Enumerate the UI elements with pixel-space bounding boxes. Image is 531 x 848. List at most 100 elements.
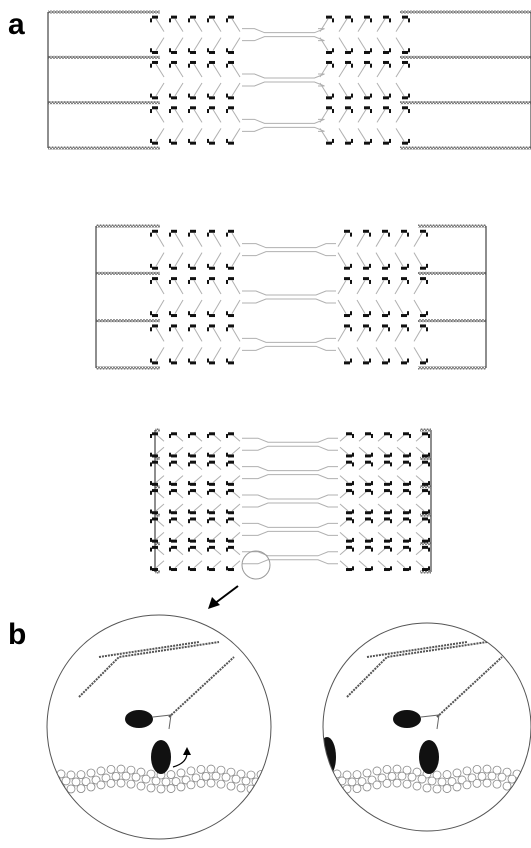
myosin-head — [207, 109, 209, 114]
actin-bead — [211, 771, 221, 781]
actin-bead — [66, 784, 76, 794]
myosin-head — [150, 519, 152, 524]
myosin-head — [428, 566, 430, 571]
myosin-head — [228, 489, 234, 493]
actin-bead — [176, 768, 186, 778]
myosin-head — [169, 48, 171, 53]
thick-filament — [150, 545, 430, 572]
myosin-head — [383, 50, 389, 54]
myosin-head — [390, 462, 392, 467]
myosin-arm — [376, 109, 386, 123]
myosin-arm — [319, 37, 329, 51]
actin-bead — [342, 784, 352, 794]
myosin-arm — [338, 18, 348, 32]
myosin-head — [171, 106, 177, 110]
myosin-head — [171, 229, 177, 233]
actin-bead — [377, 773, 387, 783]
myosin-arm — [212, 433, 222, 442]
myosin-head — [402, 106, 408, 110]
myosin-arm — [338, 109, 348, 123]
actin-filament-right — [418, 224, 486, 228]
myosin-head — [152, 324, 158, 328]
myosin-head — [190, 314, 196, 318]
actin-bead — [47, 767, 56, 777]
myosin-head — [364, 106, 370, 110]
myosin-arm — [358, 503, 368, 512]
myosin-head — [150, 537, 152, 542]
myosin-arm — [338, 63, 348, 78]
myosin-head — [190, 361, 196, 365]
myosin-arm — [155, 232, 165, 247]
myosin-arm — [174, 18, 184, 32]
neck — [152, 714, 172, 730]
myosin-head — [207, 311, 209, 316]
actin-bead — [236, 783, 246, 793]
actin-bead — [171, 777, 181, 786]
myosin-head — [188, 490, 190, 495]
myosin-arm — [339, 475, 349, 483]
myosin-head — [207, 537, 209, 542]
myosin-head — [207, 232, 209, 237]
myosin-head — [332, 18, 334, 23]
myosin-arm — [375, 299, 385, 314]
myosin-arm — [396, 433, 406, 442]
myosin-head — [383, 106, 389, 110]
myosin-head — [352, 509, 354, 514]
myosin-head — [388, 358, 390, 363]
myosin-head — [402, 141, 408, 145]
myosin-head — [226, 566, 228, 571]
myosin-arm — [358, 433, 368, 442]
myosin-head — [326, 141, 332, 145]
myosin-arm — [231, 252, 241, 267]
myosin-head — [384, 432, 390, 436]
myosin-head — [352, 490, 354, 495]
actin-bead — [186, 780, 196, 790]
thick-filament-outline — [242, 559, 338, 565]
zoom-indicator — [208, 550, 271, 609]
myosin-head — [152, 96, 158, 100]
actin-filament-left — [155, 570, 160, 574]
myosin-arm — [174, 232, 184, 247]
actin-bead — [342, 770, 352, 780]
myosin-head — [420, 361, 426, 365]
myosin-head — [409, 537, 411, 542]
myosin-arm — [358, 490, 368, 499]
myosin-arm — [212, 82, 222, 97]
myosin-head — [346, 482, 352, 486]
myosin-head — [150, 138, 152, 143]
myosin-arm — [375, 280, 385, 295]
myosin-arm — [356, 280, 366, 295]
myosin-head — [428, 433, 430, 438]
actin-bead — [352, 784, 362, 793]
myosin-head-bound — [151, 740, 171, 774]
thin-filament — [78, 641, 220, 698]
myosin-head — [383, 60, 389, 64]
myosin-head — [226, 263, 228, 268]
thick-filament — [150, 489, 430, 515]
myosin-head — [422, 432, 428, 436]
myosin-head — [351, 93, 353, 98]
myosin-arm — [174, 347, 184, 362]
myosin-arm — [212, 490, 222, 499]
myosin-arm — [231, 503, 241, 512]
myosin-head — [228, 50, 234, 54]
myosin-arm — [357, 37, 367, 51]
myosin-head — [207, 509, 209, 514]
curved-arrow-icon — [172, 752, 188, 768]
myosin-arm — [155, 433, 165, 442]
myosin-head — [403, 568, 409, 572]
myosin-head — [169, 462, 171, 467]
myosin-arm — [174, 490, 184, 499]
arrow-head — [183, 747, 191, 755]
myosin-head — [389, 48, 391, 53]
sarcomere — [47, 10, 531, 150]
myosin-head — [371, 519, 373, 524]
thick-filament — [150, 517, 430, 543]
myosin-head — [371, 481, 373, 486]
myosin-arm — [231, 299, 241, 314]
actin-bead — [101, 773, 111, 783]
myosin-head — [390, 537, 392, 542]
actin-bead — [372, 766, 382, 776]
myosin-head — [152, 568, 158, 572]
actin-filament-right — [400, 55, 531, 59]
